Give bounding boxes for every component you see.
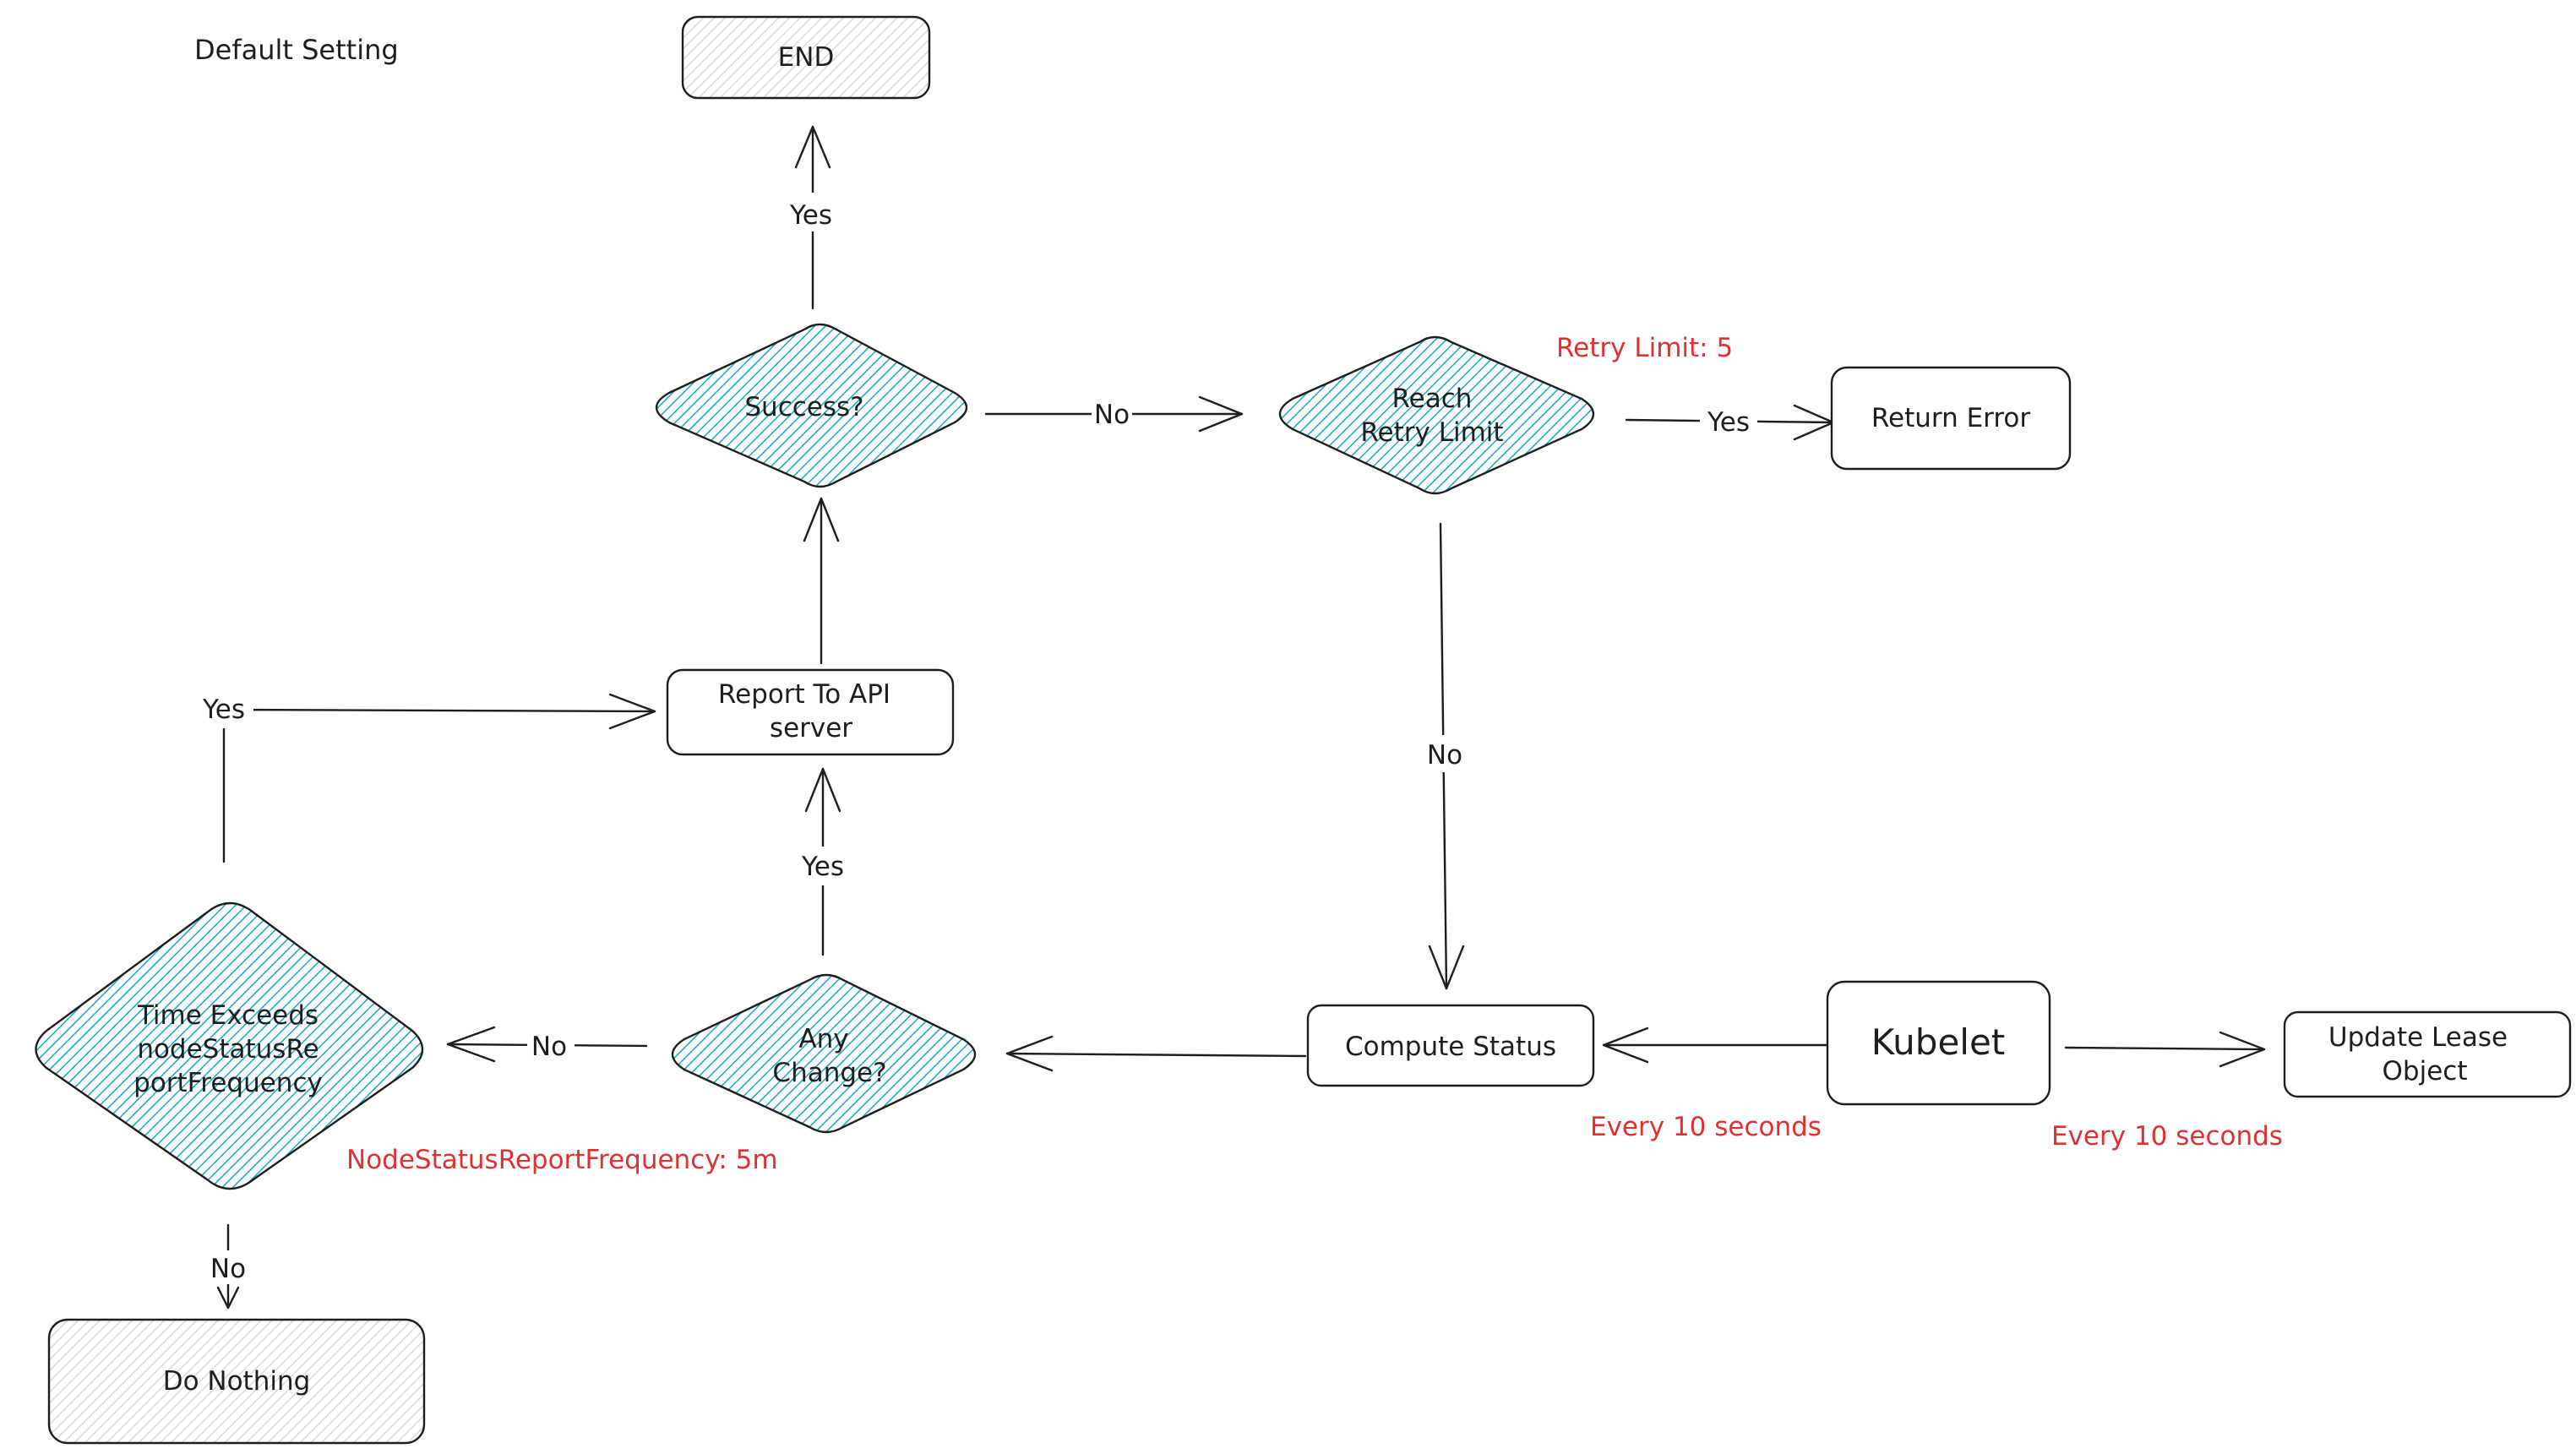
svg-text:nodeStatusRe: nodeStatusRe	[137, 1034, 319, 1065]
annotation-retry-limit: Retry Limit: 5	[1556, 333, 1733, 363]
edge-compute-to-change	[1005, 1035, 1307, 1072]
edge-label-time-report: Yes	[202, 694, 245, 725]
svg-text:Object: Object	[2383, 1056, 2468, 1086]
svg-text:Kubelet: Kubelet	[1871, 1021, 2006, 1063]
node-kubelet: Kubelet	[1826, 980, 2051, 1106]
annotation-report-frequency: NodeStatusReportFrequency: 5m	[346, 1145, 778, 1175]
svg-text:Change?: Change?	[772, 1058, 886, 1088]
svg-text:Reach: Reach	[1392, 384, 1473, 414]
edge-label-success-end: Yes	[789, 200, 832, 231]
edge-label-success-retry: No	[1094, 400, 1130, 430]
node-reach-retry-limit-decision: Reach Retry Limit	[1278, 335, 1595, 495]
node-compute-status: Compute Status	[1306, 1004, 1595, 1087]
node-end: END	[681, 15, 931, 100]
edge-label-retry-compute: No	[1427, 740, 1462, 771]
svg-text:Success?: Success?	[744, 392, 863, 422]
node-update-lease-object: Update Lease Object	[2283, 1010, 2572, 1098]
node-report-to-api-server: Report To API server	[666, 668, 955, 756]
edge-report-to-success	[803, 497, 840, 665]
edge-kubelet-to-compute	[1602, 1027, 1831, 1064]
svg-text:END: END	[778, 42, 835, 73]
svg-text:portFrequency: portFrequency	[133, 1068, 323, 1098]
edge-label-change-time: No	[531, 1032, 567, 1062]
node-do-nothing: Do Nothing	[47, 1318, 426, 1445]
svg-text:Update Lease: Update Lease	[2328, 1022, 2508, 1053]
annotation-lease-interval: Every 10 seconds	[2051, 1121, 2283, 1152]
node-time-exceeds-decision: Time Exceeds nodeStatusRe portFrequency	[35, 901, 424, 1190]
node-any-change-decision: Any Change?	[671, 973, 977, 1134]
svg-text:Compute Status: Compute Status	[1345, 1032, 1556, 1062]
edge-kubelet-to-lease	[2064, 1031, 2266, 1068]
edge-label-retry-error: Yes	[1707, 407, 1750, 438]
svg-text:Any: Any	[798, 1024, 848, 1054]
node-return-error: Return Error	[1830, 366, 2072, 471]
svg-text:server: server	[770, 713, 852, 743]
annotation-compute-interval: Every 10 seconds	[1590, 1112, 1822, 1142]
svg-text:Report To API: Report To API	[718, 679, 890, 710]
edge-time-to-report	[222, 693, 656, 863]
diagram-title: Default Setting	[194, 34, 399, 66]
svg-text:Return Error: Return Error	[1871, 403, 2031, 433]
node-success-decision: Success?	[655, 323, 968, 488]
svg-text:Do Nothing: Do Nothing	[163, 1366, 311, 1397]
svg-text:Time Exceeds: Time Exceeds	[137, 1000, 319, 1031]
svg-text:Retry Limit: Retry Limit	[1360, 417, 1503, 448]
edge-label-change-report: Yes	[801, 852, 844, 882]
edge-label-time-nothing: No	[210, 1254, 246, 1284]
